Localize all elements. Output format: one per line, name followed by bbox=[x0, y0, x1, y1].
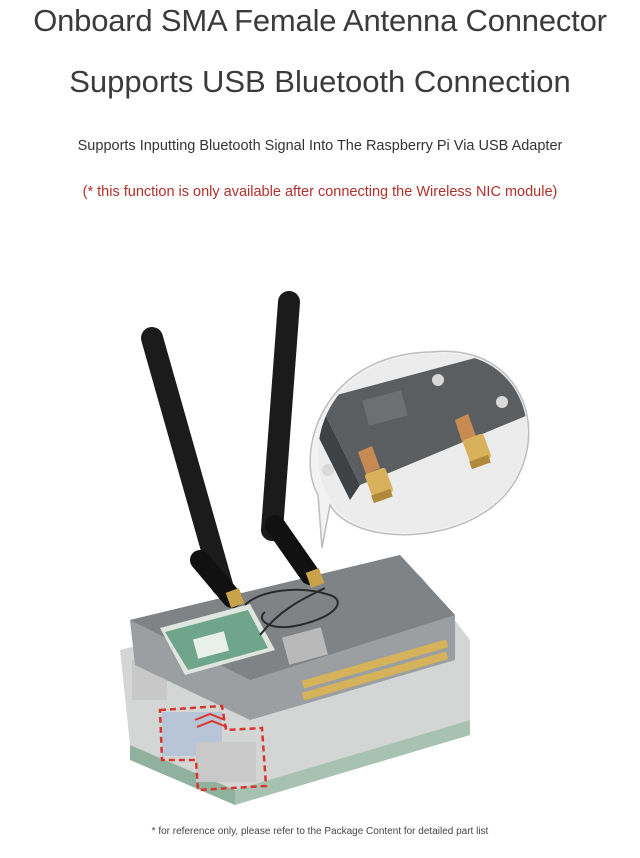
zoomed-sma-connector-left bbox=[358, 446, 393, 504]
antenna-left bbox=[141, 327, 245, 608]
heading-line-2: Supports USB Bluetooth Connection bbox=[69, 64, 571, 99]
antenna-right bbox=[261, 291, 325, 588]
heading-line-1: Onboard SMA Female Antenna Connector bbox=[33, 3, 607, 38]
antenna-cables bbox=[244, 587, 339, 636]
function-note: (* this function is only available after… bbox=[82, 184, 558, 200]
wireless-nic-module bbox=[160, 604, 275, 675]
zoomed-sma-connector-right bbox=[455, 414, 491, 470]
zoom-callout bbox=[309, 350, 530, 549]
footnote: * for reference only, please refer to th… bbox=[151, 826, 489, 837]
usb-port-highlight bbox=[158, 704, 268, 792]
subtitle: Supports Inputting Bluetooth Signal Into… bbox=[77, 138, 563, 154]
